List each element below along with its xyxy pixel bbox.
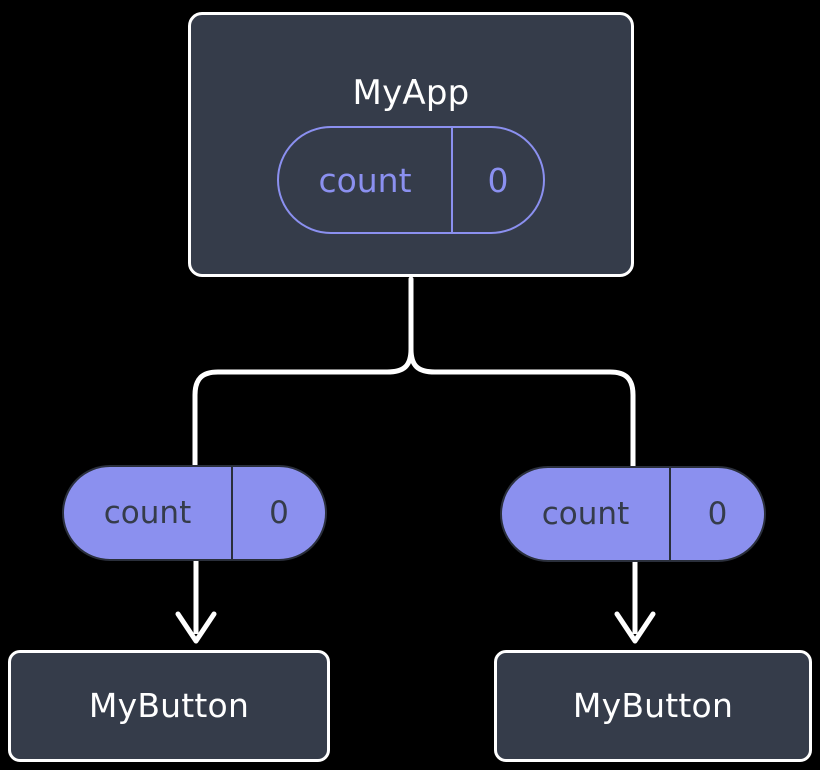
component-label-mybutton-left: MyButton <box>88 686 250 725</box>
prop-pill-key: count <box>541 496 630 532</box>
state-pill-myapp[interactable]: count 0 <box>277 126 545 234</box>
prop-pill-value: 0 <box>231 467 325 559</box>
state-pill-key: count <box>318 160 412 200</box>
state-pill-value: 0 <box>451 128 543 232</box>
arrow-left <box>175 558 217 644</box>
prop-pill-right[interactable]: count 0 <box>500 466 766 562</box>
prop-pill-value: 0 <box>669 468 764 560</box>
arrow-right <box>614 558 656 644</box>
fork-connector <box>192 276 636 473</box>
component-node-mybutton-right[interactable]: MyButton <box>494 650 812 762</box>
component-label-mybutton-right: MyButton <box>572 686 734 725</box>
component-label-myapp: MyApp <box>352 73 470 113</box>
prop-pill-key: count <box>103 495 192 531</box>
prop-pill-left[interactable]: count 0 <box>62 465 327 561</box>
component-node-mybutton-left[interactable]: MyButton <box>8 650 330 762</box>
